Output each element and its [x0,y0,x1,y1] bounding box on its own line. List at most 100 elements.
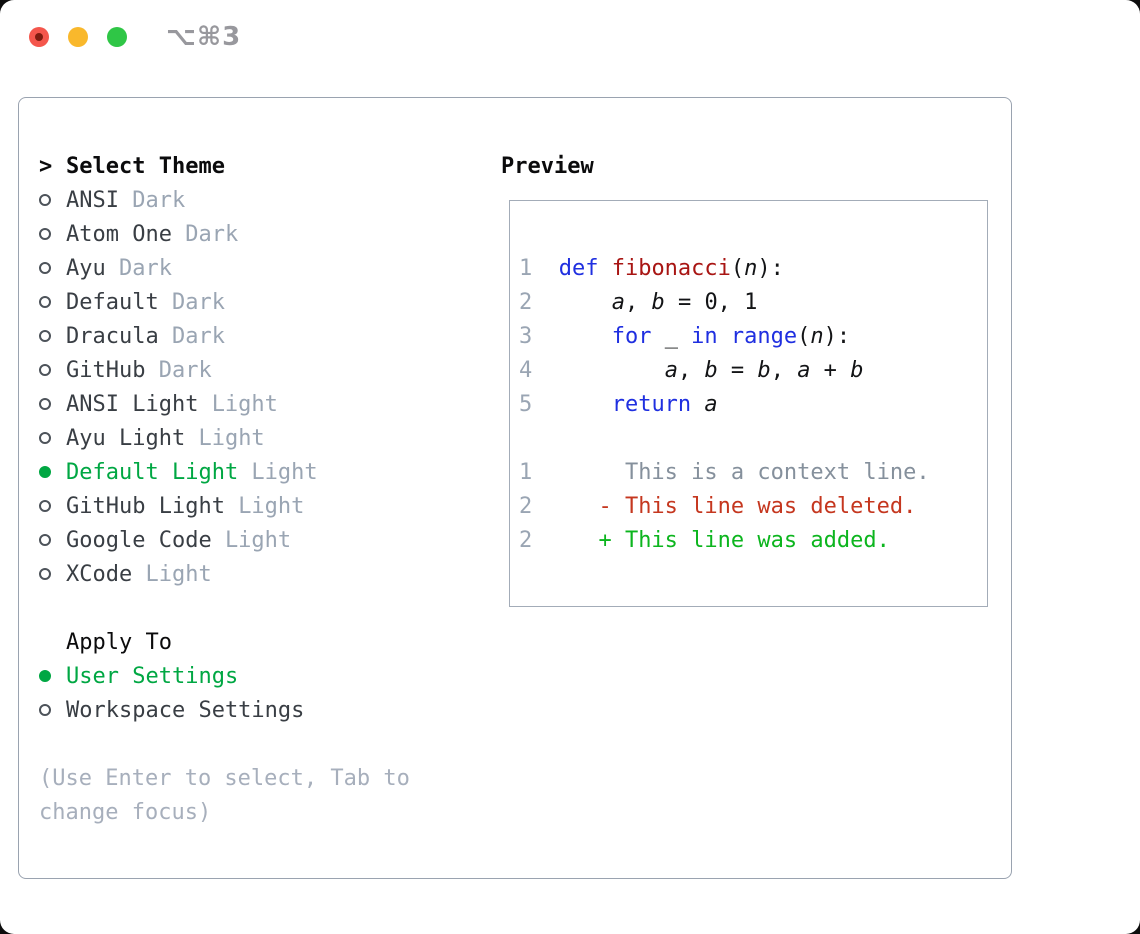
line-number: 5 [519,391,533,417]
minimize-button[interactable] [68,27,88,47]
theme-name: ANSI [66,187,119,213]
theme-name: Ayu Light [66,425,186,451]
theme-option[interactable]: Ayu Light Light [39,421,489,455]
code-segment [559,290,612,315]
theme-variant-badge: Dark [132,187,186,213]
spacer [39,727,489,761]
theme-variant-badge: Dark [185,221,239,247]
code-segment: a [797,357,811,383]
zoom-button[interactable] [107,27,127,47]
code-line: 5 return a [519,387,987,421]
theme-option[interactable]: GitHub Dark [39,353,489,387]
code-segment: ( [797,323,811,349]
theme-name: Default Light [66,459,239,485]
line-number: 1 [519,459,533,485]
radio-icon [39,194,51,206]
help-text-line1: (Use Enter to select, Tab to [39,765,410,791]
theme-name: GitHub [66,357,146,383]
line-number: 2 [519,289,533,315]
theme-option[interactable]: Atom One Dark [39,217,489,251]
theme-variant-badge: Light [198,425,265,451]
theme-option[interactable]: Ayu Dark [39,251,489,285]
code-segment: return [611,391,705,417]
code-segment: , [677,357,705,383]
theme-variant-badge: Light [145,561,212,587]
code-segment: ): [823,323,851,349]
theme-name: ANSI Light [66,391,199,417]
radio-icon [39,228,51,240]
code-segment [559,392,612,417]
code-segment: def [558,255,612,281]
radio-icon [39,432,51,444]
radio-icon [39,296,51,308]
code-segment: fibonacci [611,255,731,281]
page-title: Select Theme [66,153,225,179]
theme-option-selected[interactable]: Default Light Light [39,455,489,489]
theme-option[interactable]: XCode Light [39,557,489,591]
theme-variant-badge: Light [224,527,292,553]
diff-deleted-line: 2 - This line was deleted. [519,489,987,523]
code-segment: n [810,323,824,349]
code-segment: _ [664,323,678,349]
theme-selector-column: > Select Theme ANSI Dark Atom One Dark A… [39,149,489,829]
code-segment: ): [757,255,784,281]
theme-option[interactable]: Google Code Light [39,523,489,557]
apply-to-title: Apply To [66,629,172,655]
code-segment: b [850,357,864,383]
theme-variant-badge: Dark [118,255,172,281]
radio-icon [39,398,51,410]
code-segment [559,358,665,383]
line-number: 2 [519,527,533,553]
theme-name: Atom One [66,221,172,247]
code-segment: b [651,289,665,315]
code-segment: b [704,357,718,383]
line-number: 3 [519,323,533,349]
code-segment: = 0, 1 [664,289,758,315]
theme-name: GitHub Light [66,493,225,519]
code-segment: , [770,357,798,383]
theme-option[interactable]: Default Dark [39,285,489,319]
code-line: 2 a, b = 0, 1 [519,285,987,319]
line-number: 2 [519,493,533,519]
help-text-line2: change focus) [39,799,212,825]
radio-selected-icon [39,466,51,478]
code-segment: , [624,289,652,315]
theme-name: Google Code [66,527,212,553]
unsaved-dot-icon [35,33,43,41]
theme-name: Ayu [66,255,106,281]
theme-name: Default [66,289,159,315]
code-segment: in range [677,323,798,349]
radio-icon [39,534,51,546]
code-segment: a [664,357,678,383]
radio-icon [39,330,51,342]
theme-option[interactable]: GitHub Light Light [39,489,489,523]
code-segment: ( [730,255,745,281]
apply-option-workspace-settings[interactable]: Workspace Settings [39,693,489,727]
theme-option[interactable]: ANSI Light Light [39,387,489,421]
theme-variant-badge: Light [211,391,278,417]
select-theme-header: > Select Theme [39,149,489,183]
theme-variant-badge: Light [238,493,305,519]
spacer [39,591,489,625]
close-button[interactable] [29,27,49,47]
code-segment: a [611,289,625,315]
code-segment: = [717,357,758,383]
theme-option[interactable]: ANSI Dark [39,183,489,217]
line-number: 4 [519,357,533,383]
context-text: This is a context line. [558,459,930,485]
diff-context-line: 1 This is a context line. [519,455,987,489]
radio-icon [39,704,51,716]
theme-variant-badge: Light [251,459,318,485]
theme-variant-badge: Dark [158,357,212,383]
code-segment: a [704,391,718,417]
radio-icon [39,568,51,580]
line-number: 1 [519,255,533,281]
added-text: + This line was added. [558,527,890,553]
theme-option[interactable]: Dracula Dark [39,319,489,353]
preview-title: Preview [501,153,594,179]
radio-selected-icon [39,670,51,682]
window-shortcut-label: ⌥⌘3 [166,22,242,52]
apply-option-user-settings[interactable]: User Settings [39,659,489,693]
